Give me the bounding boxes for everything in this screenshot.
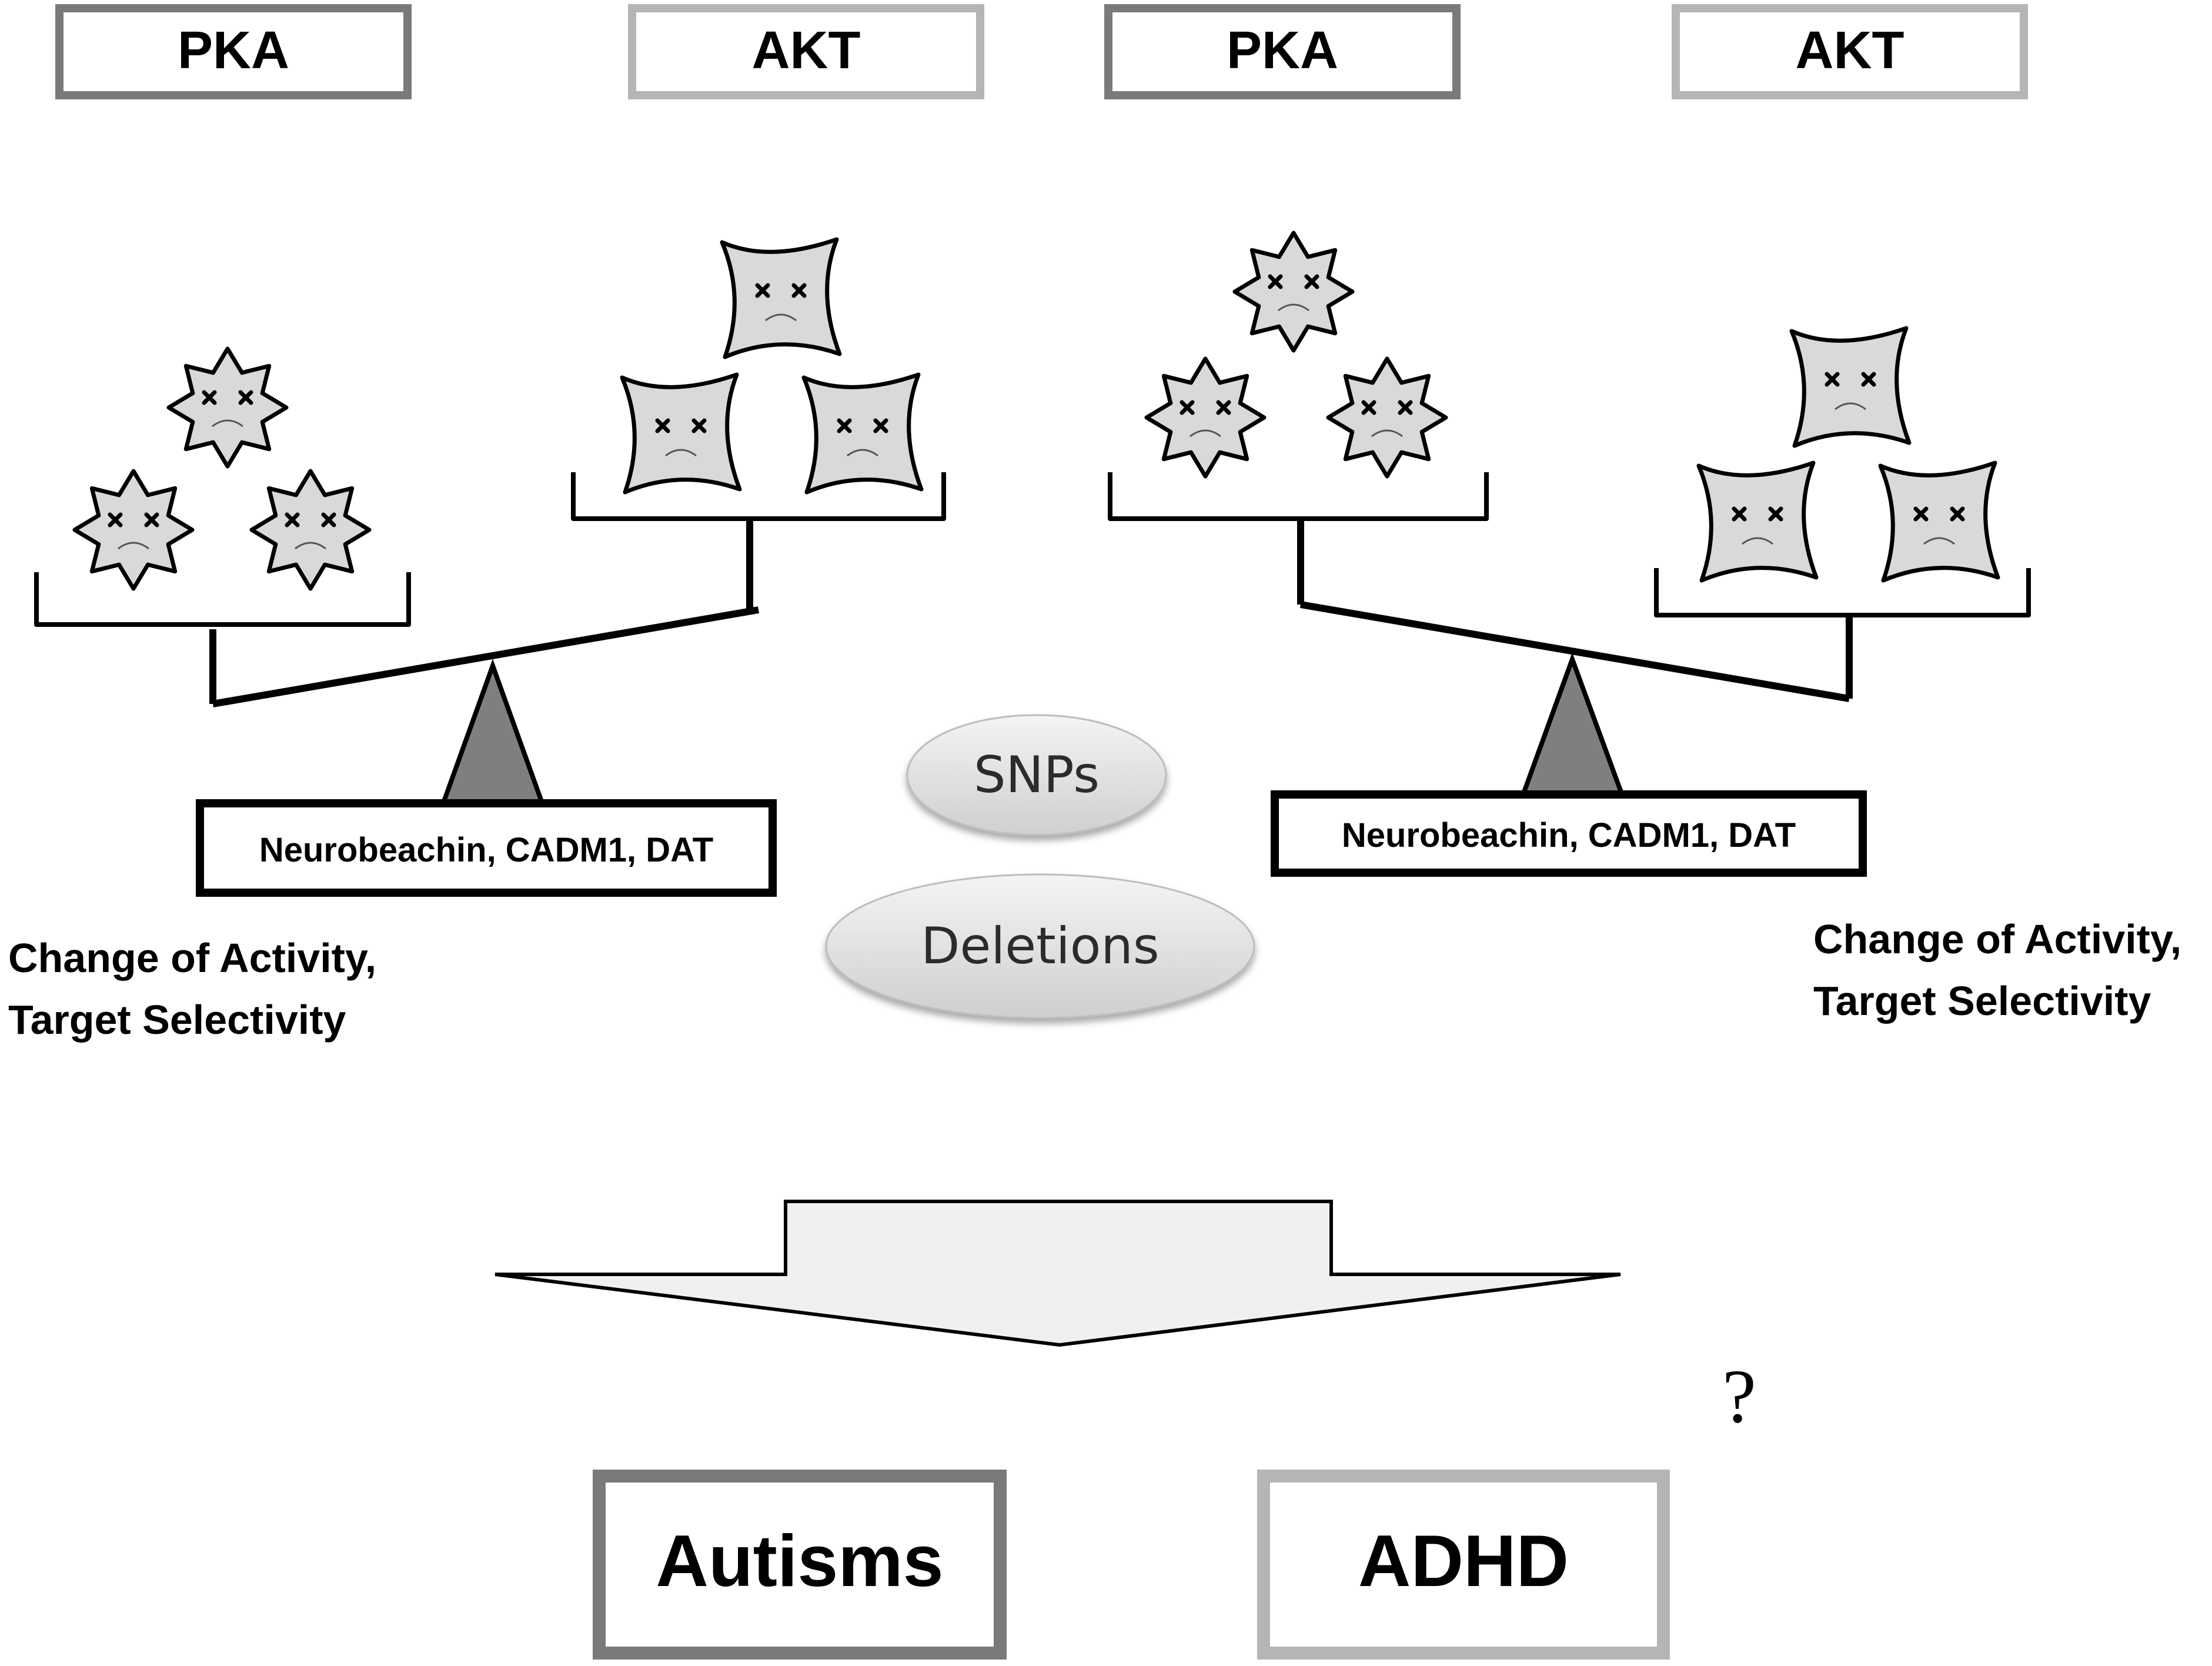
pka-sad-star-icon	[252, 471, 369, 589]
kinase-label-akt-left: AKT	[628, 4, 984, 99]
effect-text-right-line2: Target Selectivity	[1813, 978, 2151, 1024]
anchor-label: Neurobeachin, CADM1, DAT	[1342, 816, 1796, 854]
effect-text-left-line2: Target Selectivity	[8, 997, 346, 1043]
pka-sad-star-icon	[75, 471, 192, 589]
variant-deletions	[825, 873, 1255, 1019]
uncertainty-mark: ?	[1722, 1354, 1756, 1439]
kinase-label-pka-left: PKA	[55, 4, 412, 99]
kinase-label-text: AKT	[1796, 21, 1904, 80]
fulcrum-right	[1519, 652, 1626, 799]
pka-sad-star-icon	[169, 349, 286, 466]
akt-sad-star-icon	[1699, 463, 1816, 580]
outcome-label: Autisms	[656, 1521, 943, 1602]
kinase-label-text: PKA	[1227, 21, 1338, 80]
pka-sad-star-icon	[1328, 359, 1446, 476]
outcome-box-adhd: ADHD	[1257, 1470, 1670, 1660]
pka-sad-star-icon	[1235, 233, 1352, 350]
balance-beam-right	[1299, 601, 1850, 702]
fulcrum-left	[439, 659, 547, 809]
anchor-label: Neurobeachin, CADM1, DAT	[259, 831, 713, 869]
anchor-box-left: Neurobeachin, CADM1, DAT	[196, 799, 777, 897]
balance-right	[1108, 472, 2031, 702]
akt-sad-star-icon	[622, 375, 740, 492]
akt-sad-star-icon	[804, 375, 921, 492]
pka-sad-star-icon	[1147, 359, 1264, 476]
pan-left-pka	[34, 572, 411, 627]
balance-left	[34, 472, 946, 707]
balance-beam-left	[212, 606, 760, 707]
kinase-label-text: AKT	[752, 21, 861, 80]
kinase-label-akt-right: AKT	[1672, 4, 2028, 99]
pan-left-akt	[571, 472, 946, 521]
akt-sad-star-icon	[1880, 463, 1998, 580]
effect-text-right-line1: Change of Activity,	[1813, 916, 2181, 962]
akt-sad-star-icon	[722, 239, 840, 357]
kinase-label-pka-right: PKA	[1104, 4, 1461, 99]
kinase-label-text: PKA	[178, 21, 289, 80]
variant-label-snps: SNPs	[974, 746, 1100, 804]
effect-text-left-line1: Change of Activity,	[8, 935, 376, 981]
outcome-box-autisms: Autisms	[593, 1470, 1007, 1660]
variant-label-deletions: Deletions	[921, 917, 1159, 976]
outcome-label: ADHD	[1358, 1521, 1569, 1602]
akt-sad-star-icon	[1792, 328, 1909, 446]
variant-snps	[906, 714, 1167, 836]
anchor-box-right: Neurobeachin, CADM1, DAT	[1271, 790, 1867, 877]
pan-right-pka	[1108, 472, 1489, 521]
down-arrow-icon	[494, 1200, 1621, 1347]
pan-right-akt	[1654, 568, 2031, 617]
